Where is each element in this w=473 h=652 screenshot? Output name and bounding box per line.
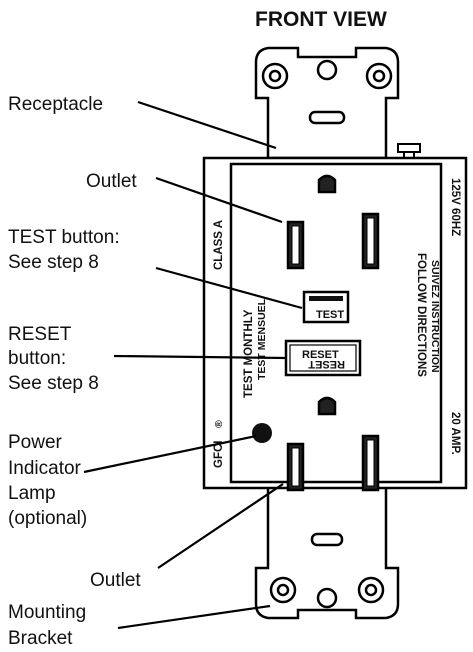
power-indicator-lamp [252,423,272,443]
label-receptacle: Receptacle [8,94,103,115]
suivez-instruction-text: SUIVEZ INSTRUCTION [429,260,441,373]
top-mounting-bracket [254,46,400,160]
label-power-line3: Lamp [8,483,56,504]
gfci-registered-mark: ® [213,420,225,428]
upper-ground-slot [317,174,337,194]
label-outlet-top: Outlet [86,171,137,192]
leader-mounting [117,604,271,630]
label-mounting-line1: Mounting [8,602,86,623]
label-power-line2: Indicator [8,458,82,479]
label-test-line2: See step 8 [8,252,99,273]
leader-test [155,266,303,310]
label-outlet-bottom: Outlet [90,570,141,591]
lower-outlet [286,396,380,492]
reset-button-label-mirrored: RESET [308,358,345,370]
leader-lines [83,100,303,630]
diagram-title: FRONT VIEW [255,8,387,31]
reset-button-label: RESET [302,349,339,361]
reset-button[interactable]: RESET RESET [284,339,362,377]
leader-outlet-bottom [157,483,284,569]
label-reset-line2: button: [8,348,66,369]
lower-ground-slot [317,396,337,416]
leader-receptacle [137,100,277,150]
leader-outlet-top [155,176,283,224]
label-reset-line3: See step 8 [8,373,99,394]
class-a-text: CLASS A [213,220,225,270]
voltage-rating-text: 125V 60HZ [449,178,461,236]
test-button-label: TEST [316,309,344,321]
label-test-line1: TEST button: [8,227,120,248]
test-button[interactable]: TEST [302,290,350,324]
label-reset-line1: RESET [8,324,72,345]
label-mounting-line2: Bracket [8,628,73,649]
upper-outlet [286,174,380,270]
leader-reset [113,354,287,360]
bottom-mounting-bracket [254,484,400,620]
amperage-rating-text: 20 AMP. [449,412,461,455]
test-mensuel-text: TEST MENSUEL [256,298,268,380]
leader-power [83,434,257,474]
follow-directions-text: FOLLOW DIRECTIONS [415,253,427,377]
test-monthly-text: TEST MONTHLY [243,309,255,398]
label-power-line1: Power [8,432,63,453]
gfci-text: GFCI [213,441,225,468]
label-power-line4: (optional) [8,508,87,529]
